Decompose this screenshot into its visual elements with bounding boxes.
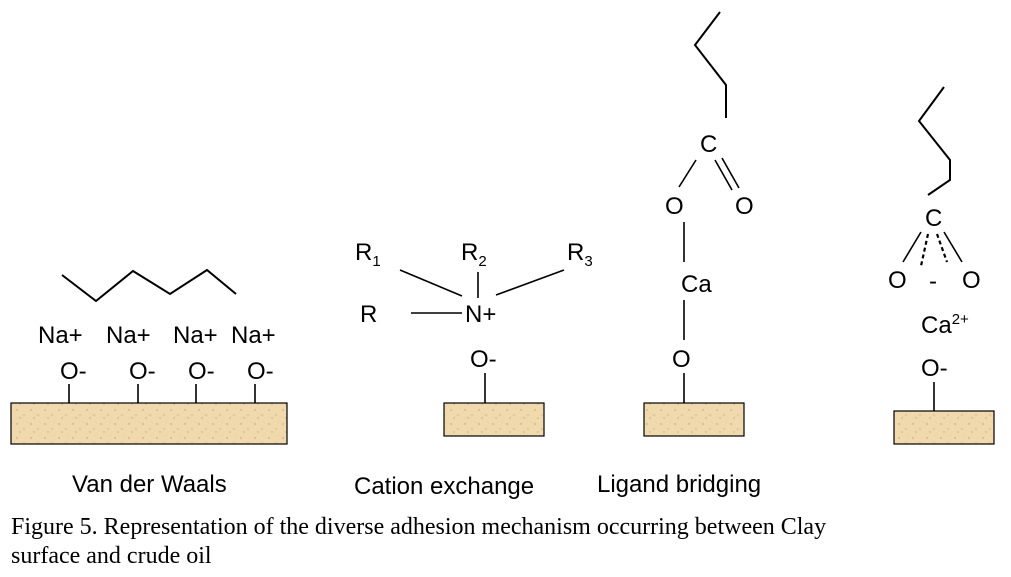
clay-surface <box>443 402 545 437</box>
cation-label: Na+ <box>38 322 83 349</box>
oxygen-left: O <box>888 267 907 294</box>
substituent-r: R <box>360 301 377 328</box>
clay-surface <box>643 402 745 437</box>
cation-label: Na+ <box>231 322 276 349</box>
anion-label: O- <box>247 358 274 385</box>
calcium-ion: Ca2+ <box>921 311 969 339</box>
bond <box>495 269 565 296</box>
panel-cation-exchange: R1 R2 R3 R N+ O- Cation exchange <box>354 239 593 500</box>
clay-surface <box>10 402 288 445</box>
bond <box>902 231 922 263</box>
panel-ligand-bridging: C O O Ca O Ligand bridging <box>597 11 761 498</box>
oxygen-right: O <box>735 193 754 220</box>
surface-oxygen: O <box>672 346 691 373</box>
bond <box>943 231 963 263</box>
bond <box>678 159 697 188</box>
surface-anions: O- O- O- O- <box>60 358 274 385</box>
oxygen-right: O <box>962 267 981 294</box>
panel-carboxylate-calcium: C O - O Ca2+ O- <box>888 86 995 445</box>
panel-title: Cation exchange <box>354 473 534 500</box>
alkyl-chain <box>917 86 951 196</box>
ammonium-center: N+ <box>465 301 496 328</box>
panel-title: Ligand bridging <box>597 471 761 498</box>
panel-van-der-waals: Na+ Na+ Na+ Na+ O- O- O- O- Van der Waal… <box>10 268 288 498</box>
substituent-r1: R1 <box>355 239 381 270</box>
carboxyl-carbon: C <box>925 205 942 232</box>
double-bond <box>714 159 733 191</box>
partial-bond <box>935 233 949 263</box>
figure-caption: Figure 5. Representation of the diverse … <box>11 514 826 569</box>
cation-label: Na+ <box>106 322 151 349</box>
oxygen-left: O <box>665 193 684 220</box>
anion-label: O- <box>921 355 948 382</box>
alkyl-chain <box>61 268 237 303</box>
panel-title: Van der Waals <box>72 471 227 498</box>
anion-label: O- <box>470 346 497 373</box>
caption-line-2: surface and crude oil <box>11 543 212 569</box>
substituent-r2: R2 <box>461 239 487 270</box>
sodium-cations: Na+ Na+ Na+ Na+ <box>38 322 276 349</box>
alkyl-chain <box>693 11 727 118</box>
carboxyl-carbon: C <box>700 131 717 158</box>
substituent-r3: R3 <box>567 239 593 270</box>
anion-label: O- <box>188 358 215 385</box>
caption-line-1: Figure 5. Representation of the diverse … <box>11 514 826 540</box>
partial-bond <box>919 233 930 267</box>
anion-label: O- <box>60 358 87 385</box>
anion-label: O- <box>129 358 156 385</box>
cation-label: Na+ <box>173 322 218 349</box>
calcium-bridge: Ca <box>681 271 712 298</box>
double-bond <box>721 157 740 189</box>
delocalized-charge: - <box>929 268 937 295</box>
bond <box>399 269 463 297</box>
clay-surface <box>893 410 995 445</box>
